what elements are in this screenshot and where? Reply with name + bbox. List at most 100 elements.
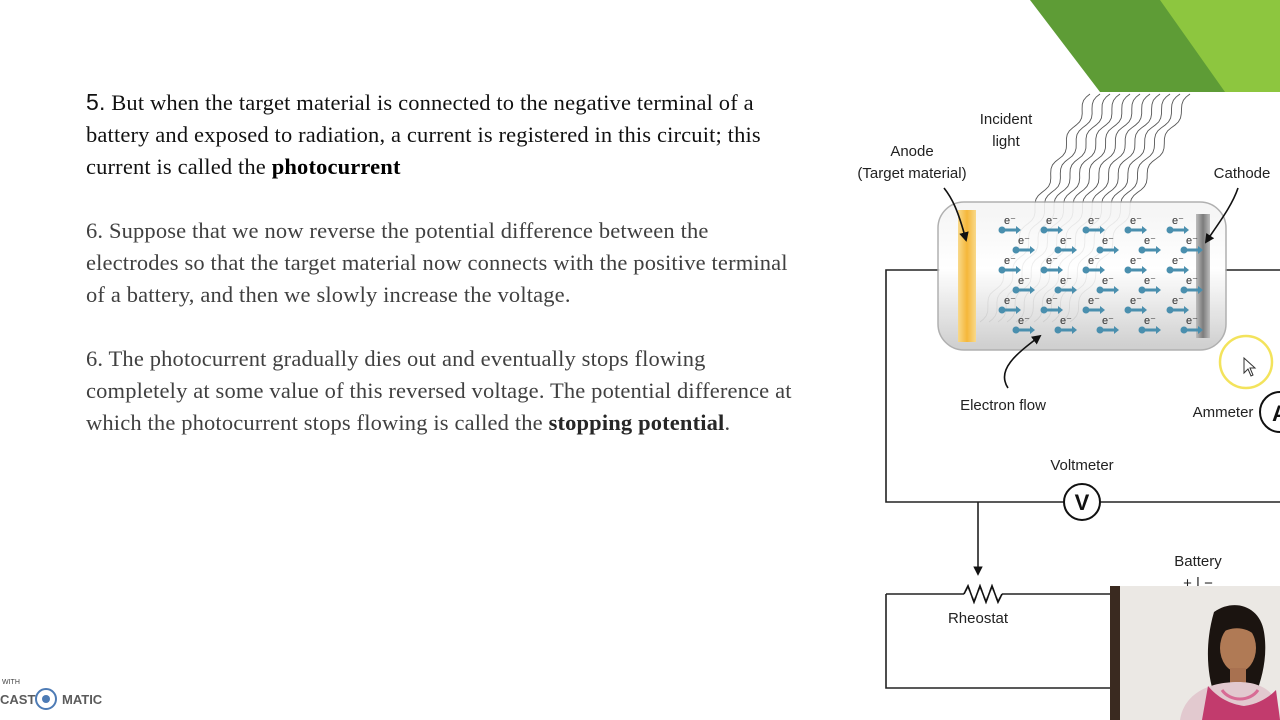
electron: e⁻ — [1012, 315, 1035, 334]
label-rheostat: Rheostat — [948, 610, 1009, 627]
svg-text:e⁻: e⁻ — [1060, 235, 1072, 247]
electron: e⁻ — [1012, 275, 1035, 294]
electron: e⁻ — [1040, 255, 1063, 274]
vacuum-tube — [937, 201, 1227, 351]
electrons: e⁻e⁻e⁻e⁻e⁻e⁻e⁻e⁻e⁻e⁻e⁻e⁻e⁻e⁻e⁻e⁻e⁻e⁻e⁻e⁻… — [998, 215, 1203, 334]
paragraph-5-number: 5. — [86, 89, 106, 115]
electron: e⁻ — [1096, 235, 1119, 254]
anode-pointer — [943, 187, 969, 242]
electron: e⁻ — [998, 255, 1021, 274]
mouse-cursor-icon — [1243, 356, 1257, 377]
paragraph-6b-end: . — [724, 410, 731, 435]
cathode-pointer — [1204, 187, 1239, 244]
svg-text:e⁻: e⁻ — [1018, 235, 1030, 247]
svg-text:e⁻: e⁻ — [1144, 235, 1156, 247]
electron: e⁻ — [1180, 315, 1203, 334]
webcam-overlay — [1110, 586, 1280, 720]
svg-text:e⁻: e⁻ — [1186, 235, 1198, 247]
svg-text:e⁻: e⁻ — [1046, 295, 1058, 307]
svg-text:e⁻: e⁻ — [1130, 295, 1142, 307]
label-battery: Battery — [1174, 553, 1222, 570]
electron: e⁻ — [1180, 235, 1203, 254]
electron: e⁻ — [1054, 275, 1077, 294]
electron: e⁻ — [1166, 215, 1189, 234]
term-stopping-potential: stopping potential — [548, 410, 725, 435]
watermark-brand-left: CAST — [0, 692, 35, 707]
anode-plate — [958, 210, 976, 342]
electron: e⁻ — [1082, 255, 1105, 274]
svg-text:V: V — [1075, 490, 1090, 515]
svg-text:e⁻: e⁻ — [1004, 295, 1016, 307]
svg-text:e⁻: e⁻ — [1088, 255, 1100, 267]
decoration-green-light — [1160, 0, 1280, 92]
paragraph-6b-text: 6. The photocurrent gradually dies out a… — [86, 346, 792, 435]
label-ammeter: Ammeter — [1193, 404, 1254, 421]
svg-text:e⁻: e⁻ — [1172, 295, 1184, 307]
electron: e⁻ — [1166, 255, 1189, 274]
svg-text:e⁻: e⁻ — [1102, 235, 1114, 247]
label-anode-1: Anode — [890, 143, 933, 160]
term-photocurrent: photocurrent — [271, 154, 401, 179]
svg-text:e⁻: e⁻ — [1018, 315, 1030, 327]
svg-text:e⁻: e⁻ — [1046, 255, 1058, 267]
electron: e⁻ — [1124, 255, 1147, 274]
electron: e⁻ — [1138, 235, 1161, 254]
screencast-watermark: WITH CAST MATIC — [0, 679, 103, 710]
electron: e⁻ — [1124, 215, 1147, 234]
svg-text:e⁻: e⁻ — [1172, 255, 1184, 267]
watermark-brand-right: MATIC — [62, 692, 103, 707]
electron: e⁻ — [1054, 315, 1077, 334]
svg-text:e⁻: e⁻ — [1186, 315, 1198, 327]
svg-text:e⁻: e⁻ — [1130, 215, 1142, 227]
photoelectric-diagram: e⁻e⁻e⁻e⁻e⁻e⁻e⁻e⁻e⁻e⁻e⁻e⁻e⁻e⁻e⁻e⁻e⁻e⁻e⁻e⁻… — [857, 93, 1280, 689]
svg-text:A: A — [1272, 401, 1280, 426]
svg-text:e⁻: e⁻ — [1088, 295, 1100, 307]
svg-text:e⁻: e⁻ — [1060, 315, 1072, 327]
electron: e⁻ — [1082, 295, 1105, 314]
svg-text:e⁻: e⁻ — [1186, 275, 1198, 287]
electron: e⁻ — [1054, 235, 1077, 254]
svg-text:e⁻: e⁻ — [1004, 255, 1016, 267]
svg-text:e⁻: e⁻ — [1172, 215, 1184, 227]
voltmeter-symbol: V — [1063, 483, 1101, 521]
label-electron-flow: Electron flow — [960, 397, 1046, 414]
svg-text:e⁻: e⁻ — [1060, 275, 1072, 287]
electron: e⁻ — [1180, 275, 1203, 294]
svg-text:e⁻: e⁻ — [1102, 275, 1114, 287]
electron: e⁻ — [998, 295, 1021, 314]
paragraph-6b: 6. The photocurrent gradually dies out a… — [86, 343, 806, 439]
svg-text:e⁻: e⁻ — [1046, 215, 1058, 227]
ammeter-symbol: A — [1259, 391, 1280, 433]
cursor-highlight-ring — [1218, 334, 1274, 390]
slide-decoration — [1030, 0, 1280, 92]
svg-text:e⁻: e⁻ — [1144, 275, 1156, 287]
electron: e⁻ — [1040, 295, 1063, 314]
svg-text:e⁻: e⁻ — [1102, 315, 1114, 327]
electron: e⁻ — [1096, 315, 1119, 334]
svg-text:e⁻: e⁻ — [1144, 315, 1156, 327]
electron: e⁻ — [1124, 295, 1147, 314]
label-incident-light-2: light — [992, 133, 1020, 150]
cathode-plate — [1196, 214, 1210, 338]
electron-flow-pointer — [1003, 334, 1042, 389]
presenter-video — [1110, 586, 1280, 720]
slide-text: 5. But when the target material is conne… — [86, 86, 806, 439]
paragraph-5-text: But when the target material is connecte… — [86, 90, 761, 179]
svg-text:e⁻: e⁻ — [1130, 255, 1142, 267]
electron: e⁻ — [1096, 275, 1119, 294]
label-voltmeter: Voltmeter — [1050, 457, 1113, 474]
paragraph-6a: 6. Suppose that we now reverse the poten… — [86, 215, 806, 311]
electron: e⁻ — [998, 215, 1021, 234]
svg-text:e⁻: e⁻ — [1004, 215, 1016, 227]
svg-text:e⁻: e⁻ — [1018, 275, 1030, 287]
watermark-top: WITH — [2, 679, 20, 686]
paragraph-5: 5. But when the target material is conne… — [86, 86, 806, 183]
electron: e⁻ — [1012, 235, 1035, 254]
electron: e⁻ — [1138, 315, 1161, 334]
electron: e⁻ — [1040, 215, 1063, 234]
svg-text:e⁻: e⁻ — [1088, 215, 1100, 227]
label-cathode: Cathode — [1214, 165, 1271, 182]
label-anode-2: (Target material) — [857, 165, 966, 182]
paragraph-6a-text: 6. Suppose that we now reverse the poten… — [86, 218, 788, 307]
